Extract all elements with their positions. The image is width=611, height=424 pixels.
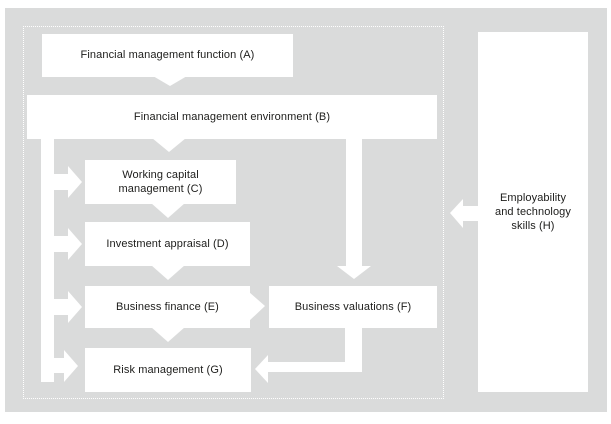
box-e-label: Business finance (E)	[116, 300, 219, 313]
box-g-label: Risk management (G)	[113, 363, 223, 376]
box-d-label: Investment appraisal (D)	[106, 237, 229, 250]
box-b-label: Financial management environment (B)	[133, 110, 331, 123]
box-a-label: Financial management function (A)	[80, 49, 255, 62]
box-investment-appraisal: Investment appraisal (D)	[85, 222, 250, 266]
box-c-label: Working capital management (C)	[118, 168, 203, 195]
box-business-finance: Business finance (E)	[85, 286, 250, 328]
box-financial-management-function: Financial management function (A)	[42, 34, 293, 77]
box-employability-technology-skills: Employability and technology skills (H)	[478, 32, 588, 392]
box-f-label: Business valuations (F)	[294, 300, 412, 313]
box-h-label: Employability and technology skills (H)	[494, 191, 571, 233]
box-business-valuations: Business valuations (F)	[269, 286, 437, 328]
box-risk-management: Risk management (G)	[85, 348, 251, 392]
box-working-capital-management: Working capital management (C)	[85, 160, 236, 204]
dotted-border-frame	[23, 26, 444, 399]
box-financial-management-environment: Financial management environment (B)	[27, 95, 437, 139]
